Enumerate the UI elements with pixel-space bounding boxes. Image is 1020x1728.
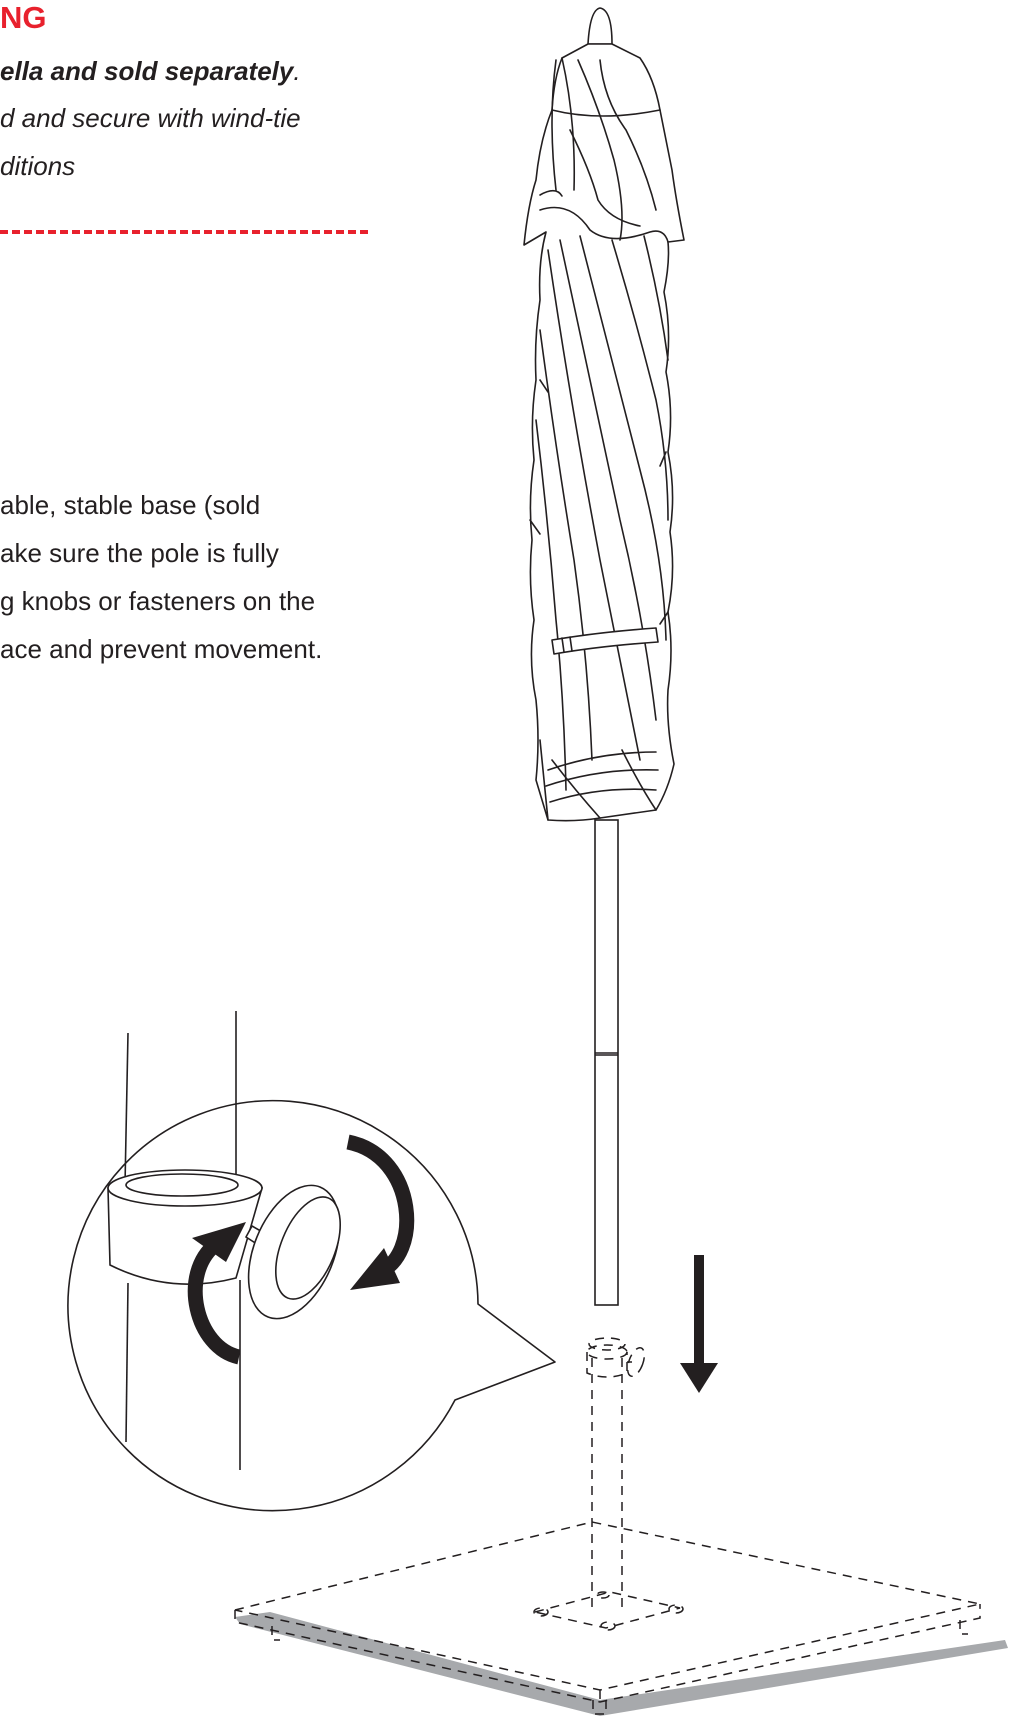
step-line-3: g knobs or fasteners on the: [0, 586, 316, 616]
warning-line-2: d and secure with wind-tie: [0, 103, 301, 133]
warning-line-1-tail: .: [293, 56, 301, 86]
umbrella-base: [234, 1337, 1008, 1716]
knob-detail-callout: [67, 1011, 556, 1512]
warning-line-3: ditions: [0, 151, 76, 181]
step-line-1: able, stable base (sold: [0, 490, 261, 520]
warning-line-1-bold: ella and sold separately: [0, 56, 294, 86]
rotate-arrows-icon: [187, 1134, 415, 1365]
step-line-4: ace and prevent movement.: [0, 634, 323, 664]
warning-title: NG: [0, 0, 47, 35]
warning-line-1: ella and sold separately.: [0, 55, 301, 87]
arrow-down-icon: [680, 1255, 718, 1393]
warning-divider: [0, 230, 368, 234]
umbrella-canopy: [523, 7, 685, 822]
umbrella-pole: [594, 819, 619, 1306]
step-line-2: ake sure the pole is fully: [0, 538, 279, 568]
